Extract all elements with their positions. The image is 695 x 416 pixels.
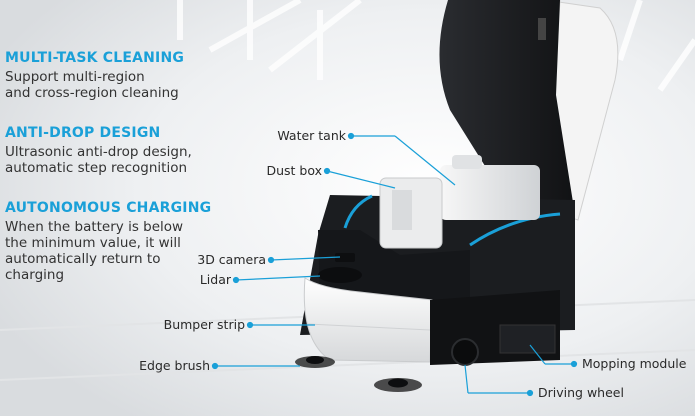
dust-box-window bbox=[392, 190, 412, 230]
feature-line: and cross-region cleaning bbox=[5, 85, 179, 101]
edge-brush-right bbox=[374, 378, 422, 392]
callout-bumper-strip: Bumper strip bbox=[163, 317, 245, 332]
lid-dark-inner bbox=[439, 0, 575, 215]
feature-description: Ultrasonic anti-drop design, automatic s… bbox=[5, 144, 192, 176]
leader-dust-box bbox=[323, 167, 396, 189]
leader-mopping-module bbox=[529, 344, 578, 368]
callout-edge-brush: Edge brush bbox=[139, 358, 210, 373]
feature-multi-task: MULTI-TASK CLEANING Support multi-region… bbox=[5, 50, 184, 101]
water-tank-cap bbox=[452, 155, 482, 169]
accent-strip-right bbox=[469, 212, 561, 247]
callout-3d-camera: 3D camera bbox=[197, 252, 266, 267]
leader-edge-brush bbox=[211, 362, 300, 370]
bumper bbox=[303, 277, 433, 363]
callout-dust-box: Dust box bbox=[266, 163, 322, 178]
edge-brush-left bbox=[295, 356, 335, 368]
bumper-line bbox=[307, 323, 431, 331]
callout-water-tank: Water tank bbox=[277, 128, 346, 143]
lid-handle bbox=[538, 18, 546, 40]
feature-line: automatic step recognition bbox=[5, 160, 188, 176]
background-corridor bbox=[177, 0, 695, 92]
feature-anti-drop: ANTI-DROP DESIGN Ultrasonic anti-drop de… bbox=[5, 125, 192, 176]
leader-bumper-strip bbox=[246, 321, 315, 329]
robot-body-front bbox=[318, 230, 470, 300]
leader-driving-wheel bbox=[464, 364, 534, 397]
mopping-module bbox=[499, 324, 556, 354]
leader-lidar bbox=[232, 275, 321, 284]
feature-line: automatically return to bbox=[5, 251, 161, 267]
leader-water-tank bbox=[347, 132, 456, 186]
feature-line: charging bbox=[5, 267, 65, 283]
feature-title: MULTI-TASK CLEANING bbox=[5, 50, 185, 66]
feature-description: When the battery is below the minimum va… bbox=[5, 219, 211, 283]
accent-strip-left bbox=[343, 194, 373, 229]
feature-line: Ultrasonic anti-drop design, bbox=[5, 144, 192, 160]
lidar-sensor bbox=[318, 267, 362, 283]
callout-mopping-module: Mopping module bbox=[582, 356, 687, 371]
feature-line: When the battery is below bbox=[5, 219, 184, 235]
water-tank bbox=[440, 165, 540, 220]
feature-autonomous-charging: AUTONOMOUS CHARGING When the battery is … bbox=[5, 200, 211, 283]
leader-3d-camera bbox=[267, 256, 341, 264]
feature-title: ANTI-DROP DESIGN bbox=[5, 125, 161, 141]
driving-wheel bbox=[451, 338, 479, 366]
feature-title: AUTONOMOUS CHARGING bbox=[5, 200, 212, 216]
callout-driving-wheel: Driving wheel bbox=[538, 385, 624, 400]
feature-line: Support multi-region bbox=[5, 69, 145, 85]
feature-line: the minimum value, it will bbox=[5, 235, 181, 251]
feature-description: Support multi-region and cross-region cl… bbox=[5, 69, 184, 101]
callout-lidar: Lidar bbox=[199, 272, 231, 287]
3d-camera bbox=[335, 253, 355, 262]
